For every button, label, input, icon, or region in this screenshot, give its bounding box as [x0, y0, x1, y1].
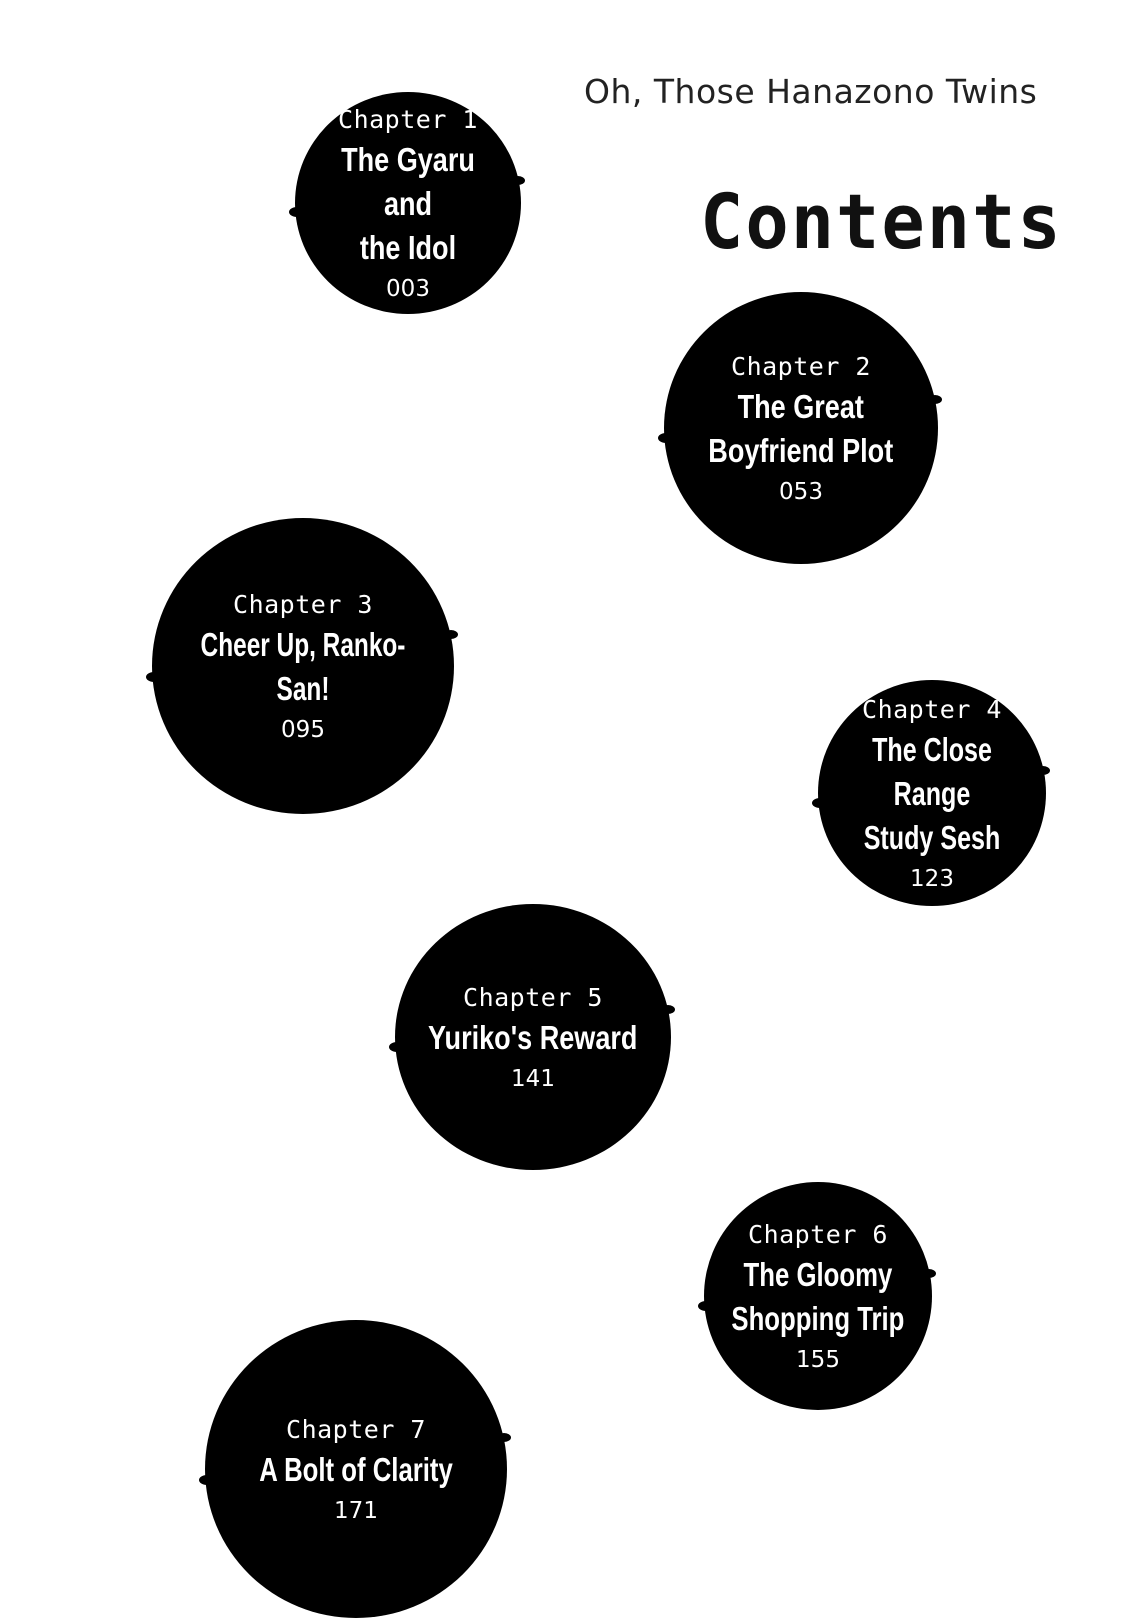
chapter-title: The Gloomy Shopping Trip — [731, 1255, 905, 1337]
chapter-number: Chapter 4 — [862, 694, 1002, 724]
chapter-number: Chapter 3 — [233, 589, 373, 619]
chapter-title: The Great Boyfriend Plot — [708, 387, 894, 469]
chapter-7-entry[interactable]: Chapter 7 A Bolt of Clarity 171 — [199, 1320, 511, 1618]
chapter-3-entry[interactable]: Chapter 3 Cheer Up, Ranko-San! 095 — [146, 518, 458, 814]
chapter-page-number: 141 — [511, 1065, 555, 1092]
chapter-page-number: 053 — [779, 478, 823, 505]
chapter-4-entry[interactable]: Chapter 4 The Close Range Study Sesh 123 — [812, 680, 1050, 906]
chapter-number: Chapter 6 — [748, 1219, 888, 1249]
chapter-number: Chapter 5 — [463, 982, 603, 1012]
chapter-page-number: 171 — [334, 1497, 378, 1524]
chapter-title: Yuriko's Reward — [428, 1018, 638, 1056]
chapter-5-entry[interactable]: Chapter 5 Yuriko's Reward 141 — [389, 904, 675, 1170]
chapter-number: Chapter 2 — [731, 351, 871, 381]
chapter-2-entry[interactable]: Chapter 2 The Great Boyfriend Plot 053 — [658, 292, 942, 564]
chapter-title: A Bolt of Clarity — [259, 1450, 453, 1488]
chapter-number: Chapter 7 — [286, 1414, 426, 1444]
chapter-page-number: 155 — [796, 1346, 840, 1373]
contents-heading: Contents — [700, 177, 1063, 267]
chapter-page-number: 123 — [910, 865, 954, 892]
chapter-page-number: 095 — [281, 716, 325, 743]
chapter-1-entry[interactable]: Chapter 1 The Gyaru and the Idol 003 — [289, 92, 525, 314]
chapter-page-number: 003 — [386, 275, 430, 302]
chapter-title: The Gyaru and the Idol — [341, 140, 475, 266]
chapter-number: Chapter 1 — [338, 104, 478, 134]
chapter-title: The Close Range Study Sesh — [863, 730, 1001, 856]
chapter-title: Cheer Up, Ranko-San! — [200, 625, 406, 707]
chapter-6-entry[interactable]: Chapter 6 The Gloomy Shopping Trip 155 — [698, 1182, 936, 1410]
book-title: Oh, Those Hanazono Twins — [584, 72, 1038, 111]
